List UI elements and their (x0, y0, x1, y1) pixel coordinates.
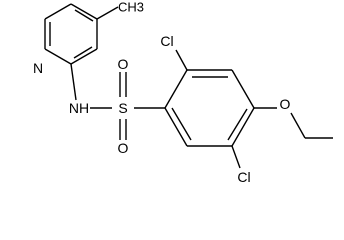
benzene-ring (164, 69, 255, 147)
oxygen-top-label: O (118, 56, 129, 72)
chlorine-bottom-label: Cl (237, 169, 250, 185)
oxygen-bottom-label: O (118, 140, 129, 156)
amide-nh-label: NH (69, 100, 89, 116)
molecule-structure: N CH3 NH S O O Cl Cl O (33, 0, 333, 185)
ether-bond-b (290, 112, 306, 139)
methyl-label: CH3 (118, 0, 144, 15)
methyl-bond (96, 6, 119, 20)
pyridine-ring (44, 3, 98, 65)
ether-oxygen-label: O (280, 96, 291, 112)
chlorine-top-label: Cl (160, 33, 173, 49)
molecule-svg: N CH3 NH S O O Cl Cl O (33, 0, 333, 185)
pyridine-n-label: N (33, 60, 43, 76)
cl-top-bond (175, 49, 188, 71)
cl-bottom-bond (231, 145, 241, 169)
sulfur-label: S (118, 100, 127, 116)
c-n-bond (70, 63, 77, 101)
